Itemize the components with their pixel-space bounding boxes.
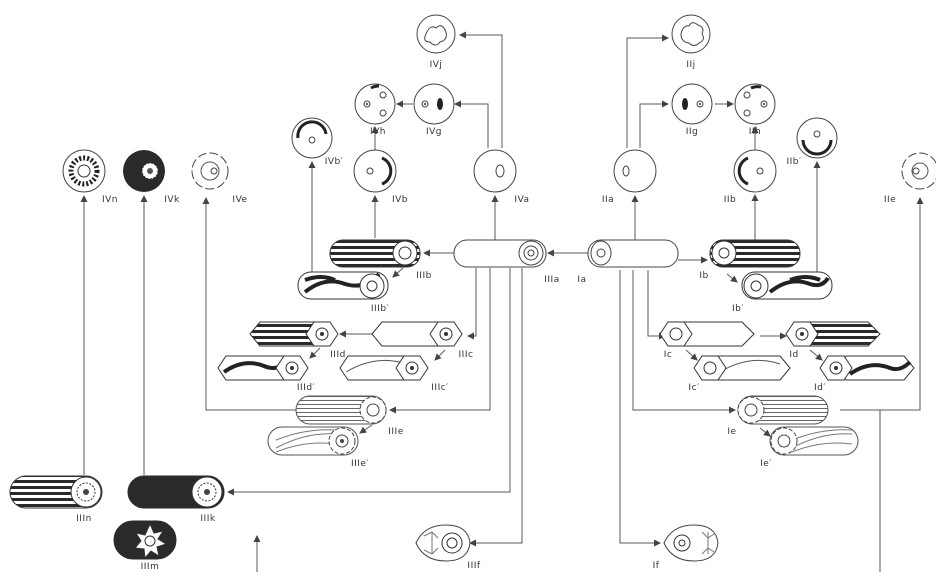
label-IVb: IVb (392, 195, 408, 205)
node-IVa: IVa (473, 149, 529, 205)
node-IVb: IVb (353, 149, 408, 205)
node-IIj: IIj (671, 14, 711, 70)
label-Ib: Ib (699, 271, 708, 281)
label-IIb-prime: IIb′ (786, 157, 801, 167)
label-IVg: IVg (426, 127, 442, 137)
node-IIIe: IIIe (295, 395, 404, 437)
label-IVn: IVn (102, 195, 118, 205)
node-IIh: IIh (734, 83, 776, 137)
label-IIj: IIj (686, 60, 695, 70)
label-IVa: IVa (514, 195, 529, 205)
label-IIIm: IIIm (141, 562, 160, 572)
node-IVj: IVj (416, 14, 456, 70)
label-IVb-prime: IVb′ (325, 157, 344, 167)
label-IIIa: IIIa (544, 275, 559, 285)
label-IIe: IIe (884, 195, 896, 205)
node-If: If (653, 524, 719, 571)
node-IVe: IVe (191, 152, 247, 205)
node-IVh: IVh (354, 83, 396, 137)
label-IIIc: IIIc (459, 350, 474, 360)
label-Ib-prime: Ib′ (732, 304, 744, 314)
label-Ic: Ic (664, 350, 673, 360)
connector-lines (80, 31, 924, 572)
node-Ic: Ic (659, 321, 755, 360)
node-IIIc: IIIc (371, 321, 474, 360)
label-IIIb-prime: IIIb′ (371, 304, 389, 314)
node-IIIe-prime: IIIe′ (267, 426, 369, 469)
node-IIId: IIId (249, 321, 346, 360)
label-IVk: IVk (164, 195, 180, 205)
label-IIIe: IIIe (388, 427, 404, 437)
label-Id: Id (789, 350, 798, 360)
label-Ia: Ia (577, 275, 586, 285)
node-IIa: IIa (602, 149, 657, 205)
node-Ib-prime: Ib′ (732, 271, 833, 314)
label-IIb: IIb (724, 195, 737, 205)
node-IIIa: IIIa (453, 239, 559, 285)
node-IIIk: IIIk (127, 475, 225, 524)
label-If: If (653, 561, 660, 571)
node-Id: Id (785, 321, 881, 360)
node-Id-prime: Id′ (814, 355, 915, 393)
node-IVg: IVg (413, 83, 455, 137)
label-IVe: IVe (232, 195, 247, 205)
node-IIIc-prime: IIIc′ (339, 355, 448, 393)
label-IIIf: IIIf (467, 561, 480, 571)
node-IIe: IIe (884, 152, 936, 205)
label-IIh: IIh (749, 127, 762, 137)
label-IVh: IVh (370, 127, 386, 137)
label-IIIc-prime: IIIc′ (431, 383, 448, 393)
node-Ia: Ia (577, 239, 679, 285)
label-Ie-prime: Ie′ (760, 459, 772, 469)
node-IIIb-prime: IIIb′ (297, 271, 389, 314)
label-Id-prime: Id′ (814, 383, 826, 393)
node-Ie-prime: Ie′ (760, 426, 859, 469)
node-IIg: IIg (671, 83, 713, 137)
label-IIa: IIa (602, 195, 614, 205)
node-IVb-prime: IVb′ (291, 117, 344, 167)
label-IIIe-prime: IIIe′ (351, 459, 369, 469)
node-IIb: IIb (724, 149, 777, 205)
node-IIId-prime: IIId′ (217, 355, 315, 393)
node-IIIb: IIIb (329, 239, 432, 281)
node-IIIm: IIIm (113, 520, 177, 572)
node-IIb-prime: IIb′ (786, 117, 838, 167)
label-IVj: IVj (430, 60, 443, 70)
label-IIg: IIg (686, 127, 699, 137)
label-Ic-prime: Ic′ (688, 383, 699, 393)
label-IIIb: IIIb (416, 271, 432, 281)
node-Ie: Ie (727, 395, 829, 437)
node-Ic-prime: Ic′ (688, 355, 791, 393)
node-IIIn: IIIn (9, 475, 103, 524)
label-IIId: IIId (330, 350, 346, 360)
label-IIIn: IIIn (76, 514, 92, 524)
node-IVn: IVn (62, 149, 118, 205)
node-IVk: IVk (123, 150, 180, 205)
node-Ib: Ib (699, 239, 801, 281)
label-IIIk: IIIk (200, 514, 215, 524)
label-Ie: Ie (727, 427, 736, 437)
label-IIId-prime: IIId′ (297, 383, 315, 393)
node-IIIf: IIIf (415, 524, 480, 571)
